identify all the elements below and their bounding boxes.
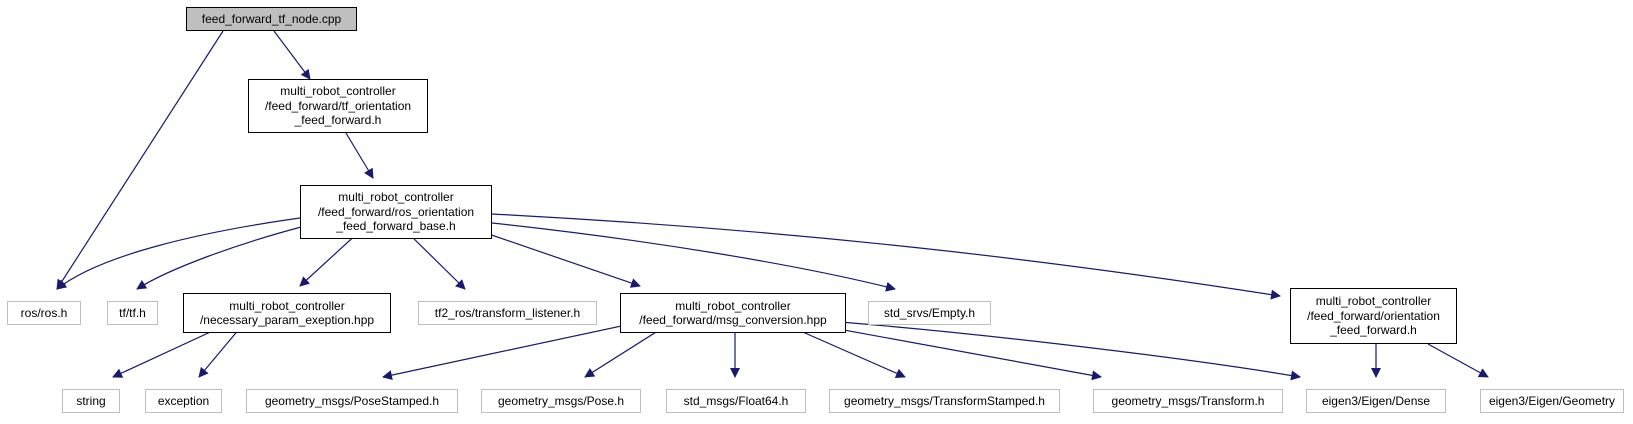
edge-msg-to-eigen-dense — [839, 321, 1301, 381]
edge-msg-to-pose-stamped — [382, 321, 641, 381]
node-std-srvs-empty-h[interactable]: std_srvs/Empty.h — [868, 301, 991, 325]
edge-orientation-ff-to-eigen-geometry — [1427, 343, 1489, 378]
edge-base-to-msg-conversion — [479, 230, 641, 288]
node-orientation-feed-forward-h[interactable]: multi_robot_controller /feed_forward/ori… — [1290, 288, 1457, 344]
node-ros-ros-h[interactable]: ros/ros.h — [7, 301, 81, 325]
node-eigen3-eigen-dense[interactable]: eigen3/Eigen/Dense — [1306, 389, 1446, 413]
node-std-msgs-float64-h[interactable]: std_msgs/Float64.h — [666, 389, 806, 413]
edge-base-to-orientation-ff — [491, 213, 1281, 300]
node-eigen3-eigen-geometry[interactable]: eigen3/Eigen/Geometry — [1480, 389, 1624, 413]
node-feed-forward-tf-node-cpp[interactable]: feed_forward_tf_node.cpp — [186, 7, 357, 31]
edge-base-to-ros-h — [56, 217, 301, 290]
edge-main-to-tf-orientation — [273, 30, 311, 80]
node-ros-orientation-feed-forward-base-h[interactable]: multi_robot_controller /feed_forward/ros… — [300, 185, 492, 239]
node-geometry-msgs-posestamped-h[interactable]: geometry_msgs/PoseStamped.h — [246, 389, 458, 413]
edge-msg-to-transform — [799, 321, 1102, 381]
node-msg-conversion-hpp[interactable]: multi_robot_controller /feed_forward/msg… — [620, 293, 846, 333]
node-tf-tf-h[interactable]: tf/tf.h — [107, 301, 158, 325]
edge-base-to-transform-listener — [405, 230, 466, 290]
edge-tf-orientation-to-base — [342, 127, 374, 179]
edge-base-to-tf-h — [136, 225, 306, 290]
edge-main-to-ros-h — [56, 30, 224, 290]
node-necessary-param-exeption-hpp[interactable]: multi_robot_controller /necessary_param_… — [183, 293, 391, 333]
node-string[interactable]: string — [62, 389, 120, 413]
node-tf2-ros-transform-listener-h[interactable]: tf2_ros/transform_listener.h — [418, 301, 597, 325]
node-exception[interactable]: exception — [145, 389, 222, 413]
edge-base-to-std-srvs — [491, 222, 896, 292]
node-tf-orientation-feed-forward-h[interactable]: multi_robot_controller /feed_forward/tf_… — [248, 79, 428, 133]
node-geometry-msgs-transformstamped-h[interactable]: geometry_msgs/TransformStamped.h — [829, 389, 1060, 413]
node-geometry-msgs-transform-h[interactable]: geometry_msgs/Transform.h — [1093, 389, 1283, 413]
edge-base-to-necessary-param — [299, 230, 361, 287]
node-geometry-msgs-pose-h[interactable]: geometry_msgs/Pose.h — [481, 389, 641, 413]
